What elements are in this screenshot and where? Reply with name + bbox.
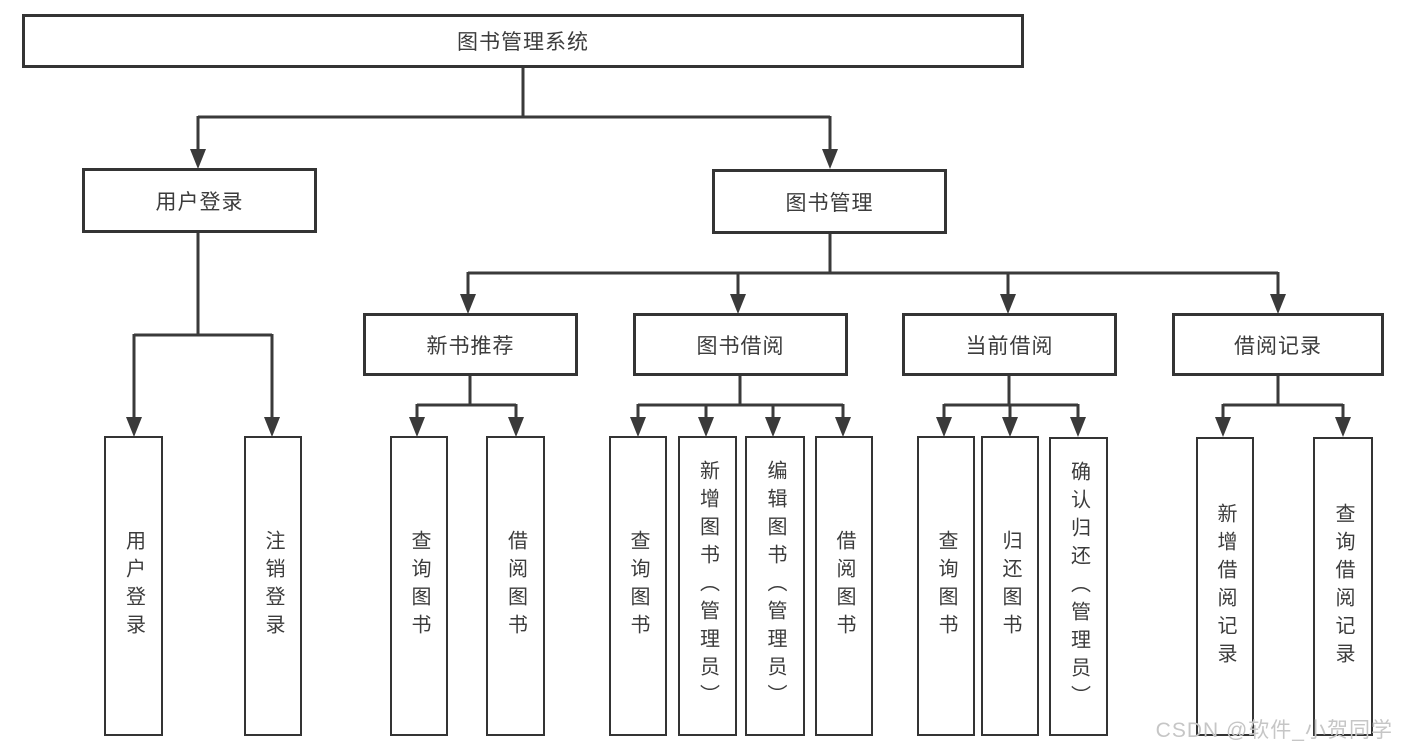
leaf-add-books-admin: 新增图书（管理员） [678, 436, 737, 736]
leaf-add-borrow-record: 新增借阅记录 [1196, 437, 1254, 736]
leaf-edit-books-admin: 编辑图书（管理员） [745, 436, 805, 736]
node-current-borrow: 当前借阅 [902, 313, 1117, 376]
node-new-book-recommend: 新书推荐 [363, 313, 578, 376]
leaf-confirm-return-admin: 确认归还（管理员） [1049, 437, 1108, 736]
arrowheads [126, 149, 1351, 437]
node-user-login: 用户登录 [82, 168, 317, 233]
node-root: 图书管理系统 [22, 14, 1024, 68]
node-book-borrow: 图书借阅 [633, 313, 848, 376]
node-book-management: 图书管理 [712, 169, 947, 234]
leaf-logout: 注销登录 [244, 436, 302, 736]
leaf-return-books: 归还图书 [981, 436, 1039, 736]
node-borrow-records: 借阅记录 [1172, 313, 1384, 376]
csdn-watermark: CSDN @软件_小贺同学 [1155, 719, 1393, 742]
leaf-query-books-1: 查询图书 [390, 436, 448, 736]
leaf-query-books-3: 查询图书 [917, 436, 975, 736]
leaf-query-borrow-record: 查询借阅记录 [1313, 437, 1373, 736]
leaf-query-books-2: 查询图书 [609, 436, 667, 736]
leaf-user-login: 用户登录 [104, 436, 163, 736]
leaf-borrow-books-2: 借阅图书 [815, 436, 873, 736]
leaf-borrow-books-1: 借阅图书 [486, 436, 545, 736]
